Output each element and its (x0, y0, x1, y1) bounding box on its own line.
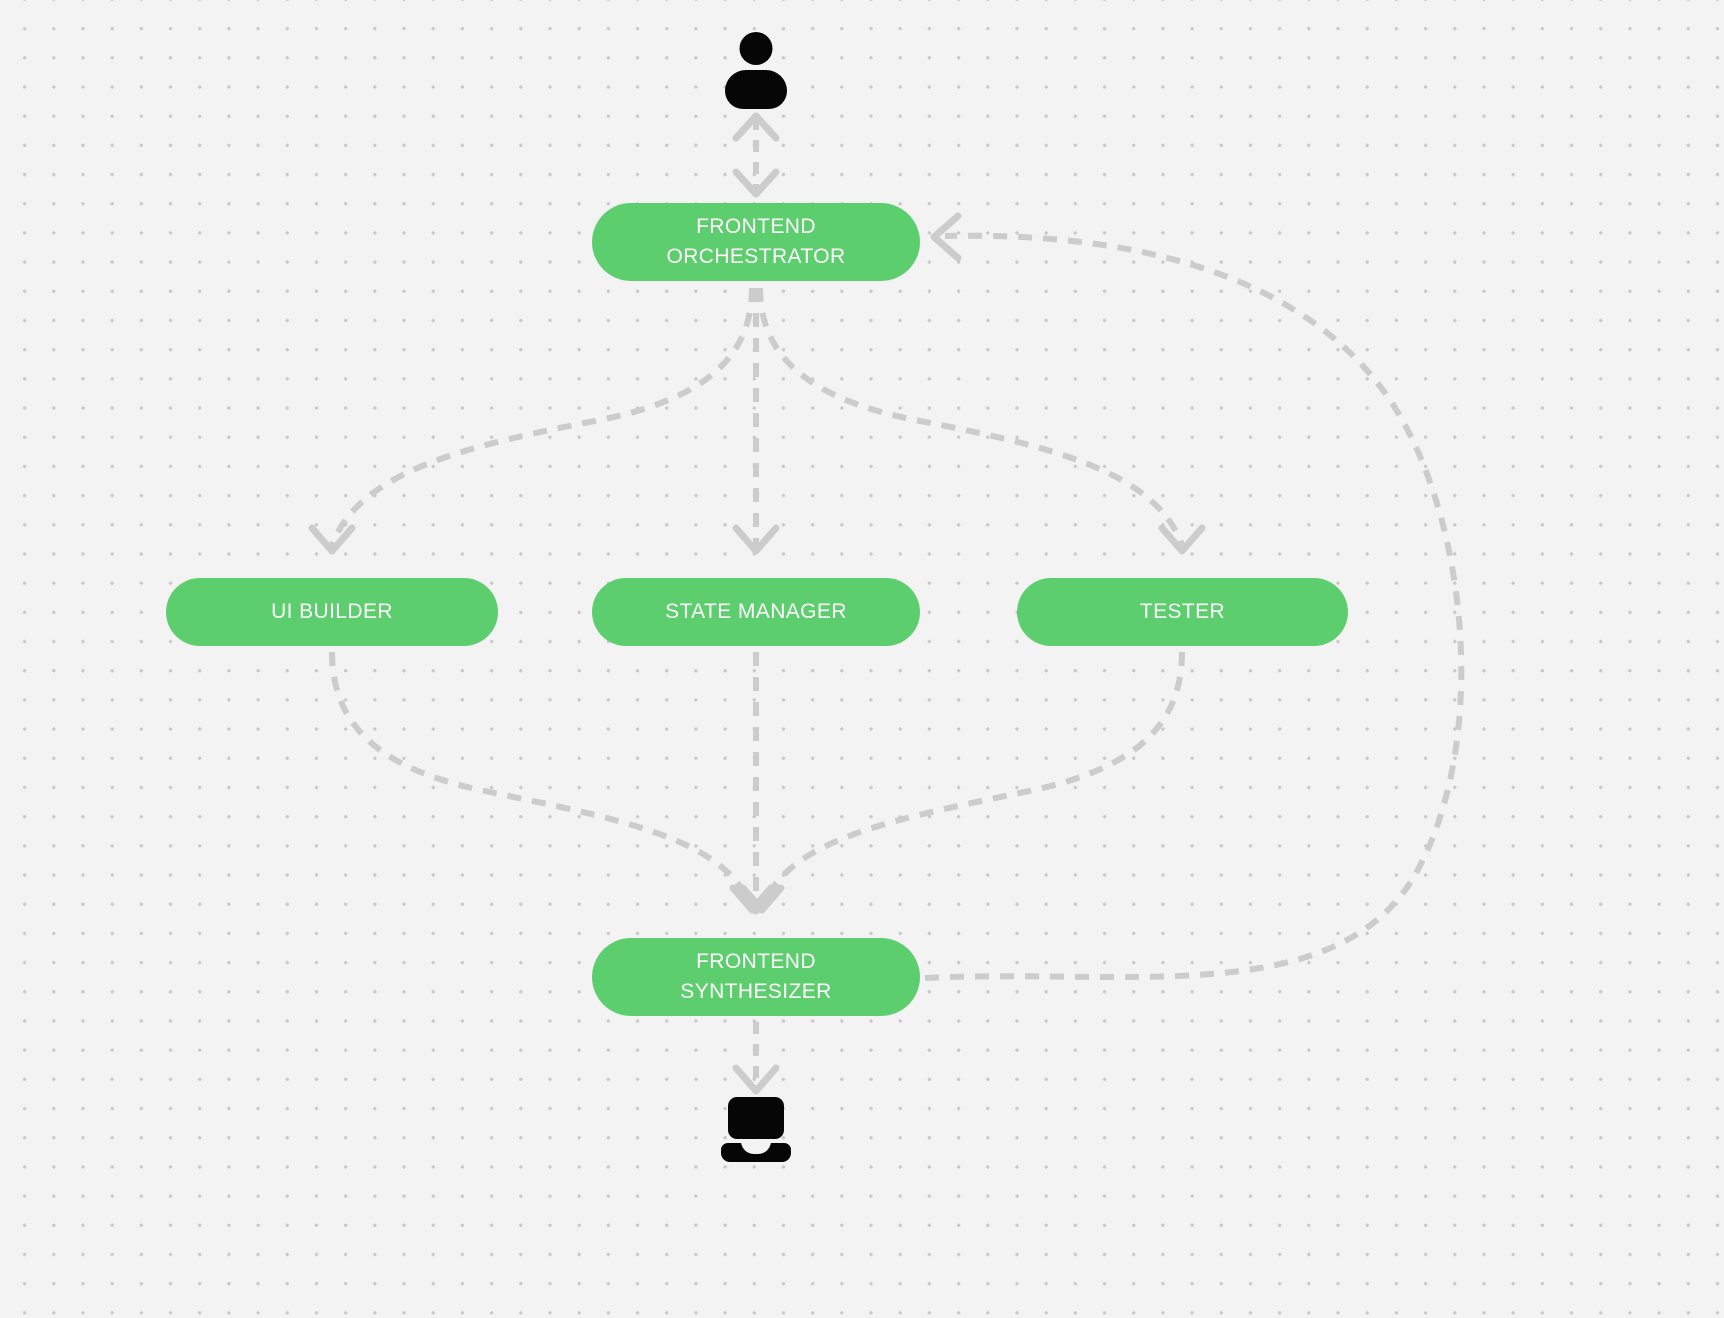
node-ui-builder-label: UI BUILDER (271, 600, 393, 624)
edge-ui-builder-synthesizer (329, 651, 775, 914)
node-frontend-orchestrator[interactable]: FRONTEND ORCHESTRATOR (592, 203, 920, 281)
node-tester-label: TESTER (1139, 600, 1226, 624)
node-state-manager-label: STATE MANAGER (665, 600, 847, 624)
edge-orchestrator-tester (757, 287, 1206, 555)
edge-orchestrator-ui-builder (308, 287, 755, 555)
edge-orchestrator-state-manager (732, 288, 780, 555)
node-frontend-synthesizer-label: FRONTEND SYNTHESIZER (680, 950, 832, 1003)
node-frontend-orchestrator-label: FRONTEND ORCHESTRATOR (666, 215, 846, 268)
laptop-icon-notch (741, 1141, 771, 1154)
edge-state-manager-synthesizer (732, 652, 780, 915)
laptop-icon-screen (728, 1097, 784, 1139)
user-icon (724, 32, 788, 109)
user-icon-body (725, 70, 787, 109)
edge-tester-synthesizer (739, 651, 1185, 914)
node-tester[interactable]: TESTER (1017, 578, 1348, 646)
edge-synthesizer-output (732, 1022, 780, 1095)
node-state-manager[interactable]: STATE MANAGER (592, 578, 920, 646)
node-frontend-synthesizer[interactable]: FRONTEND SYNTHESIZER (592, 938, 920, 1016)
user-icon-head (739, 32, 773, 65)
node-ui-builder[interactable]: UI BUILDER (166, 578, 498, 646)
laptop-icon (721, 1097, 791, 1163)
edge-user-orchestrator (732, 112, 780, 198)
